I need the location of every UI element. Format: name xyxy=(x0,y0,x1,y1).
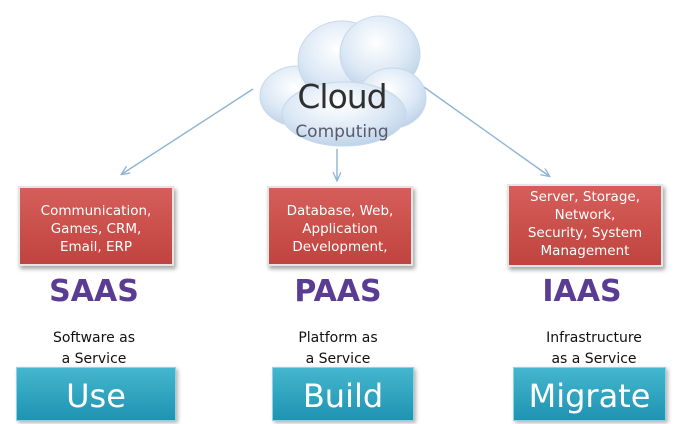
cloud-subtitle: Computing xyxy=(295,122,389,142)
arrow-to-iaas xyxy=(413,79,549,176)
iaas-acronym: IAAS xyxy=(542,274,622,309)
arrow-to-saas xyxy=(122,88,254,174)
cloud-title: Cloud xyxy=(297,77,387,116)
paas-service-line: Development, xyxy=(292,239,388,255)
iaas-description-line: as a Service xyxy=(551,351,637,367)
iaas-service-line: Network, xyxy=(554,207,616,223)
paas-description-line: Platform as xyxy=(298,330,378,346)
iaas-service-line: Management xyxy=(540,243,630,259)
iaas-description: Infrastructure as a Service xyxy=(509,328,679,370)
saas-acronym: SAAS xyxy=(49,274,139,309)
cloud-icon xyxy=(259,15,427,147)
saas-service-line: Email, ERP xyxy=(59,239,133,255)
saas-description-line: Software as xyxy=(52,330,136,346)
iaas-description-line: Infrastructure xyxy=(546,330,642,346)
migrate-label: Migrate xyxy=(513,367,666,421)
saas-service-line: Games, CRM, xyxy=(50,221,142,237)
iaas-service-line: Server, Storage, xyxy=(530,189,640,205)
paas-services-box: Database, Web, Application Development, xyxy=(267,186,413,266)
saas-service-line: Communication, xyxy=(40,203,152,219)
paas-acronym: PAAS xyxy=(294,274,382,309)
use-label: Use xyxy=(16,367,176,421)
paas-description-line: a Service xyxy=(305,351,371,367)
iaas-services-box: Server, Storage, Network, Security, Syst… xyxy=(507,184,663,267)
paas-service-line: Database, Web, xyxy=(286,203,394,219)
iaas-service-line: Security, System xyxy=(527,225,643,241)
saas-description: Software as a Service xyxy=(9,328,179,370)
paas-description: Platform as a Service xyxy=(253,328,423,370)
saas-description-line: a Service xyxy=(61,351,127,367)
paas-service-line: Application xyxy=(302,221,378,237)
saas-services-box: Communication, Games, CRM, Email, ERP xyxy=(18,186,174,266)
build-label: Build xyxy=(272,367,414,421)
